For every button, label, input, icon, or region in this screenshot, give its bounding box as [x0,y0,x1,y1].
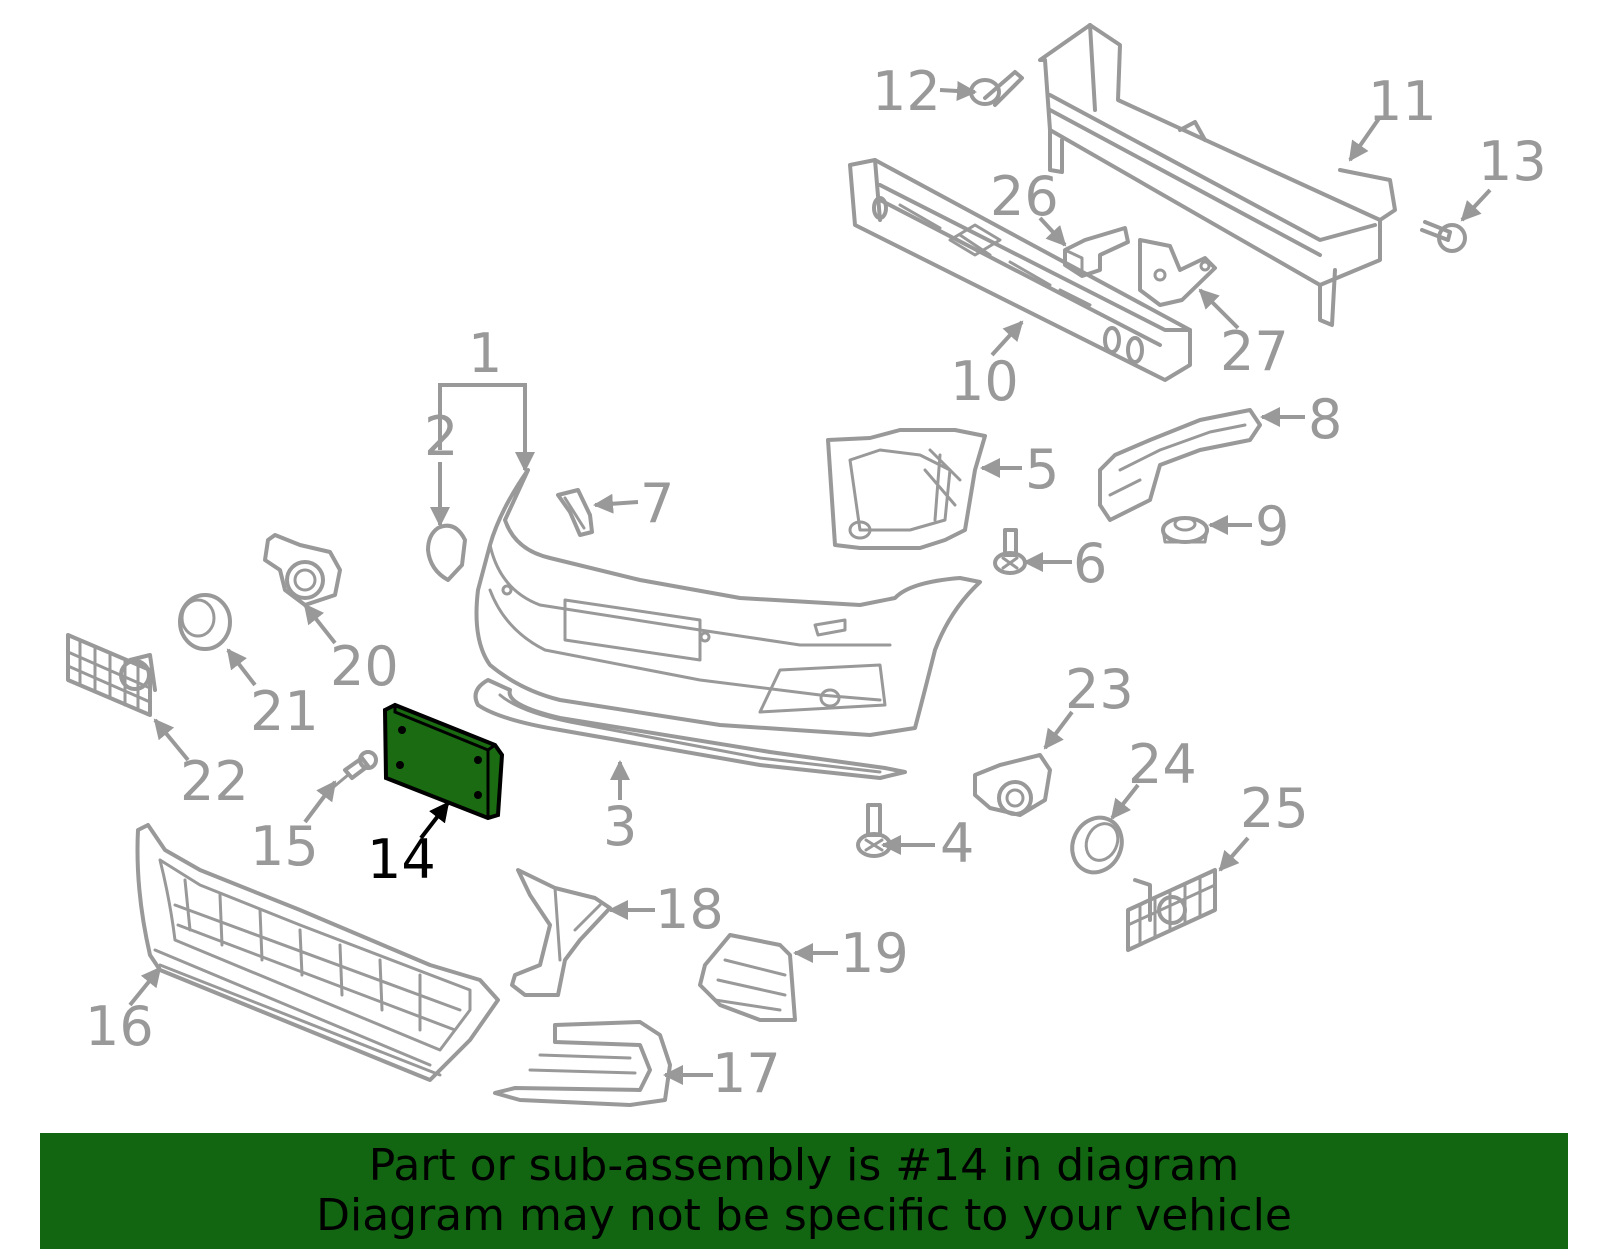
part-25-sensor-holder [1126,868,1217,952]
part-8-bracket [1098,408,1262,522]
part-24-sensor-ring [1070,815,1124,875]
part-4-screw [856,803,892,858]
part-21-sensor-ring [178,593,232,651]
part-13-bolt [1420,220,1467,253]
banner-line-1: Part or sub-assembly is #14 in diagram [368,1140,1240,1191]
part-7-clip [556,488,594,537]
part-18-air-guide [510,868,612,997]
callout-26: 26 [990,165,1059,228]
callout-6: 6 [1073,532,1107,595]
callout-25: 25 [1240,777,1309,840]
part-11-reinforcement-bar [1038,23,1397,327]
callout-20: 20 [330,635,399,698]
callout-16: 16 [85,995,154,1058]
callout-13: 13 [1478,130,1547,193]
callout-21: 21 [250,680,319,743]
callout-15: 15 [250,815,319,878]
notice-banner: Part or sub-assembly is #14 in diagram D… [40,1133,1568,1249]
callout-18: 18 [655,878,724,941]
part-1-bumper-cover [474,468,982,737]
part-2-cap [426,523,467,582]
part-14-license-plate-bracket [382,702,505,821]
callout-17: 17 [712,1042,781,1105]
callout-8: 8 [1308,388,1342,451]
callout-10: 10 [950,350,1019,413]
callout-14: 14 [367,828,436,891]
part-6-screw [993,528,1027,575]
part-10-energy-absorber [848,158,1192,382]
callout-9: 9 [1255,495,1289,558]
part-15-push-pin [328,750,378,792]
callout-labels: 1 2 3 4 5 6 7 8 9 10 11 12 13 14 15 16 1… [85,60,1547,1105]
callout-24: 24 [1128,733,1197,796]
callout-22: 22 [180,750,249,813]
part-19-fog-trim [698,933,797,1022]
callout-3: 3 [603,795,637,858]
part-27-bracket [1138,238,1217,307]
part-20-sensor-bracket [263,533,342,607]
callout-2: 2 [424,405,458,468]
callout-23: 23 [1065,658,1134,721]
part-9-nut [1161,516,1209,544]
part-17-trim-strip [493,1020,672,1107]
callout-1: 1 [468,322,502,385]
part-3-lip-spoiler [473,678,907,780]
part-26-bracket [1063,226,1130,278]
part-23-sensor-bracket [973,753,1052,817]
callout-7: 7 [640,472,674,535]
part-16-lower-grille [135,823,500,1082]
banner-line-2: Diagram may not be specific to your vehi… [316,1190,1292,1241]
part-5-bracket [826,428,987,550]
callout-11: 11 [1368,70,1437,133]
callout-27: 27 [1220,320,1289,383]
part-22-sensor-holder [66,633,157,717]
callout-4: 4 [940,812,974,875]
callout-5: 5 [1025,438,1059,501]
callout-19: 19 [840,922,909,985]
part-12-bolt [969,70,1024,107]
callout-12: 12 [872,60,941,123]
leader-lines [128,80,1492,1085]
